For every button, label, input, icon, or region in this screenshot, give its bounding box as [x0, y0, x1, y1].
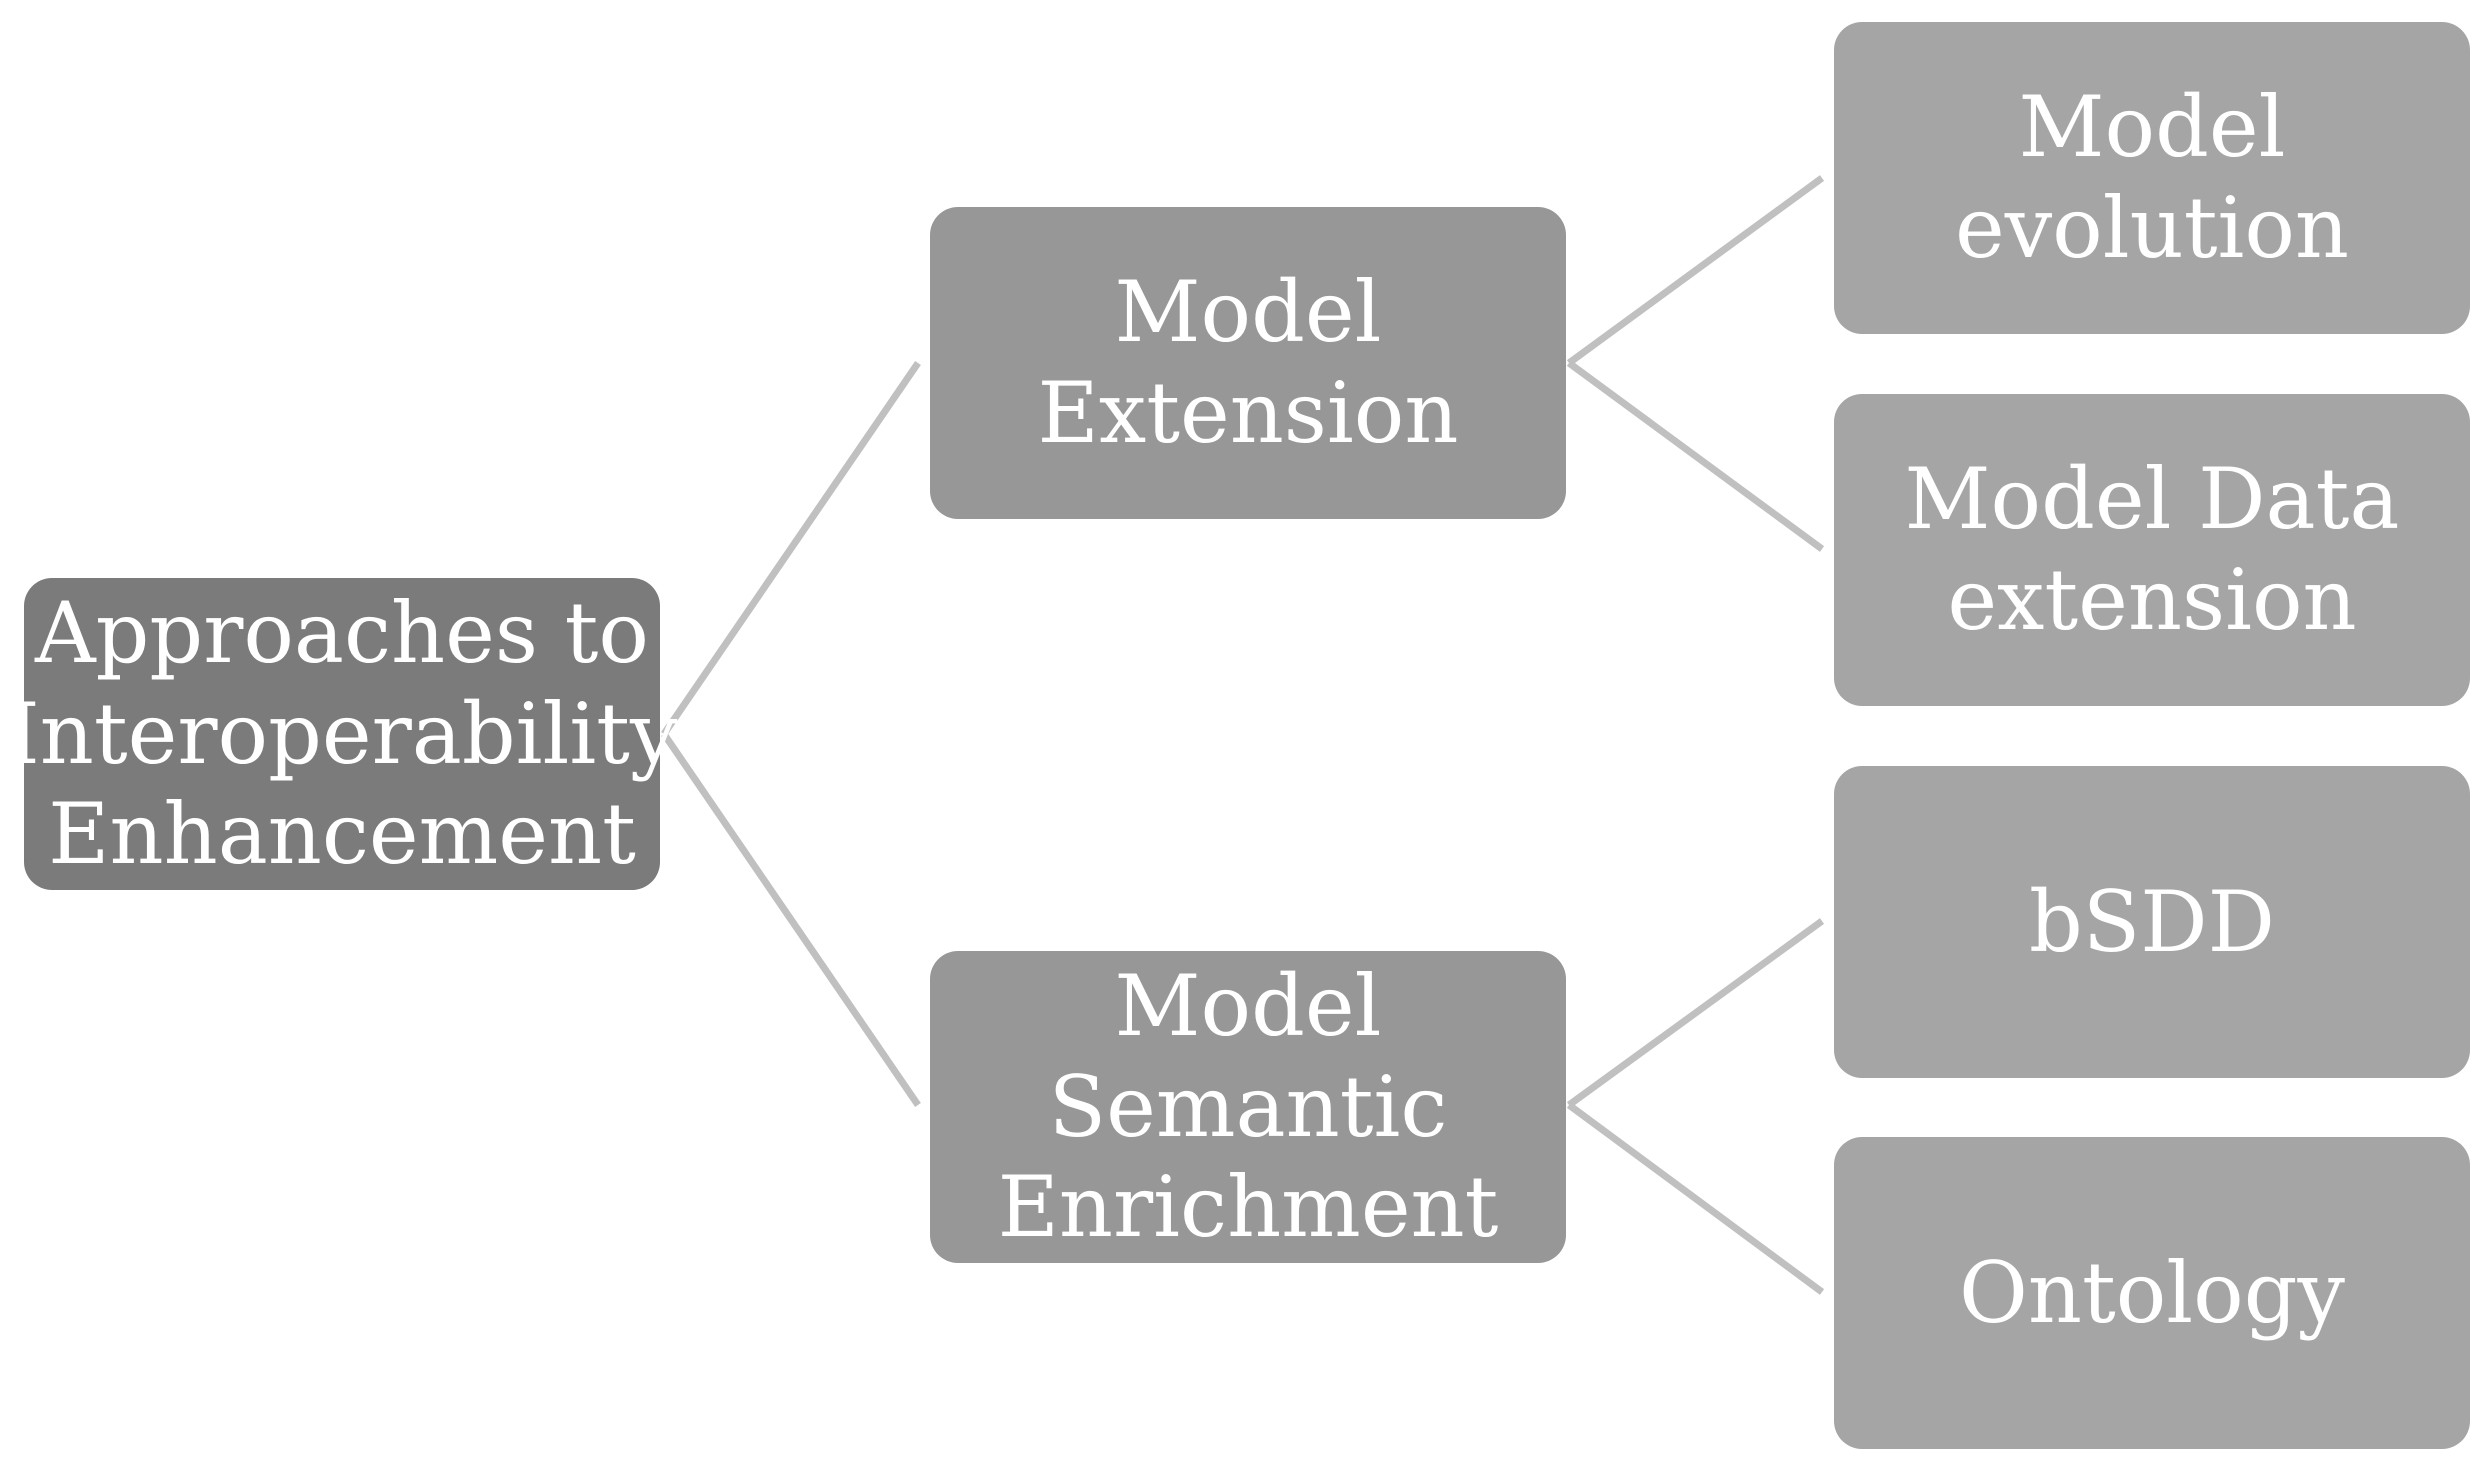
model-extension-node: Model Extension: [930, 207, 1566, 519]
model-data-extension-node: Model Data extension: [1834, 394, 2470, 706]
model-semantic-enrichment-label: Model Semantic Enrichment: [997, 956, 1499, 1257]
ontology-node: Ontology: [1834, 1137, 2470, 1449]
connector-semantic-to-ontology: [1566, 1102, 1825, 1295]
model-semantic-enrichment-node: Model Semantic Enrichment: [930, 951, 1566, 1263]
model-evolution-node: Model evolution: [1834, 22, 2470, 334]
model-data-extension-label: Model Data extension: [1904, 450, 2400, 649]
connector-root-to-model-extension: [661, 361, 921, 736]
root-node: Approaches to Interoperability Enhanceme…: [7, 578, 677, 890]
bsdd-label: bSDD: [2028, 872, 2275, 971]
connector-semantic-to-bsdd: [1566, 918, 1825, 1108]
connector-root-to-model-semantic-enrichment: [661, 732, 921, 1107]
root-node-label: Approaches to Interoperability Enhanceme…: [6, 583, 678, 884]
bsdd-node: bSDD: [1834, 766, 2470, 1078]
model-extension-label: Model Extension: [1037, 263, 1459, 462]
connector-extension-to-data-extension: [1566, 360, 1825, 552]
model-evolution-label: Model evolution: [1955, 78, 2349, 277]
connector-extension-to-evolution: [1566, 175, 1825, 366]
ontology-label: Ontology: [1959, 1243, 2345, 1342]
